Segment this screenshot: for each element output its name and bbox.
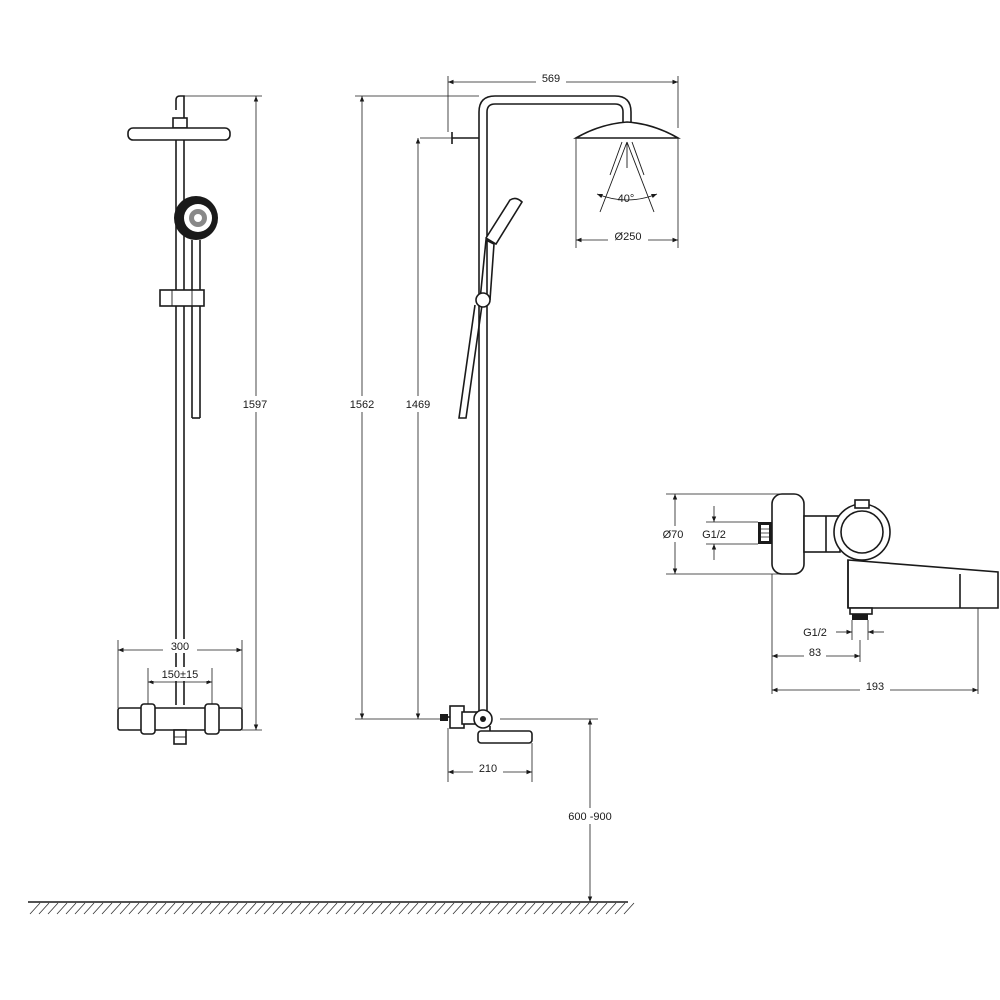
floor-hatch-line xyxy=(29,902,41,915)
floor-hatch-line xyxy=(218,902,230,915)
front-centers-label: 150±15 xyxy=(162,669,199,681)
floor-hatch-line xyxy=(254,902,266,915)
floor-hatch-line xyxy=(209,902,221,915)
floor-hatch-line xyxy=(137,902,149,915)
floor-hatch-line xyxy=(470,902,482,915)
head-reach-label: 569 xyxy=(542,73,560,85)
floor-hatch-line xyxy=(335,902,347,915)
floor-hatch-line xyxy=(560,902,572,915)
hand-shower-front xyxy=(174,196,218,240)
floor-hatch-line xyxy=(164,902,176,915)
floor-hatch-line xyxy=(38,902,50,915)
floor-hatch-line xyxy=(506,902,518,915)
floor-hatch-line xyxy=(191,902,203,915)
mixer-body-side xyxy=(440,705,533,744)
floor-hatch-line xyxy=(452,902,464,915)
floor-hatch-line xyxy=(146,902,158,915)
floor-hatch-line xyxy=(245,902,257,915)
mount-height-label: 600 -900 xyxy=(568,811,611,823)
spout-outlet-thread-label: G1/2 xyxy=(803,627,827,639)
floor-hatch-line xyxy=(83,902,95,915)
mixer-diameter-label: Ø70 xyxy=(663,529,684,541)
floor-hatch-line xyxy=(353,902,365,915)
mixer-detail-view: Ø70 G1/2 G1/2 83 193 xyxy=(658,493,999,694)
floor-hatch-line xyxy=(299,902,311,915)
floor-hatch-line xyxy=(110,902,122,915)
floor-hatch-line xyxy=(74,902,86,915)
floor-hatch-line xyxy=(605,902,617,915)
floor-hatch-line xyxy=(263,902,275,915)
front-height-label: 1597 xyxy=(243,399,267,411)
floor-hatch-line xyxy=(551,902,563,915)
floor-hatch-line xyxy=(56,902,68,915)
floor-hatch-line xyxy=(587,902,599,915)
floor-hatch-line xyxy=(479,902,491,915)
floor-hatch-line xyxy=(434,902,446,915)
floor-hatch-line xyxy=(425,902,437,915)
floor-hatch-line xyxy=(578,902,590,915)
floor-hatch-line xyxy=(155,902,167,915)
floor-hatch-line xyxy=(407,902,419,915)
floor-hatch-line xyxy=(65,902,77,915)
front-width-label: 300 xyxy=(171,641,189,653)
mixer-inlet-thread-label: G1/2 xyxy=(702,529,726,541)
floor-hatch-line xyxy=(569,902,581,915)
floor-hatch-line xyxy=(371,902,383,915)
floor-hatch-line xyxy=(398,902,410,915)
floor-hatch-line xyxy=(308,902,320,915)
side-rail-height-label: 1469 xyxy=(406,399,430,411)
floor-hatch-line xyxy=(128,902,140,915)
floor-hatch-line xyxy=(344,902,356,915)
spout-length-label: 210 xyxy=(479,763,497,775)
floor-hatch-line xyxy=(173,902,185,915)
floor-hatch-line xyxy=(182,902,194,915)
floor-hatch-line xyxy=(524,902,536,915)
floor-hatch-line xyxy=(515,902,527,915)
side-view: 40° Ø250 569 xyxy=(344,71,681,902)
floor-hatch-line xyxy=(362,902,374,915)
mixer-depth-label: 83 xyxy=(809,647,821,659)
hand-shower-side xyxy=(458,197,524,419)
floor-hatch-line xyxy=(542,902,554,915)
floor-hatch-line xyxy=(443,902,455,915)
floor-hatch-line xyxy=(488,902,500,915)
floor-hatch-line xyxy=(281,902,293,915)
floor-hatch-line xyxy=(317,902,329,915)
spray-lines xyxy=(599,141,655,213)
floor-hatch-line xyxy=(272,902,284,915)
mixer-length-label: 193 xyxy=(866,681,884,693)
floor-hatch-line xyxy=(623,902,635,915)
floor-hatch-line xyxy=(92,902,104,915)
head-diameter-label: Ø250 xyxy=(615,231,642,243)
floor-hatch-line xyxy=(533,902,545,915)
floor-hatch-line xyxy=(101,902,113,915)
floor-hatch-line xyxy=(461,902,473,915)
floor-hatch-line xyxy=(290,902,302,915)
front-view: 1597 300 150±15 xyxy=(117,95,272,745)
floor-hatch-line xyxy=(326,902,338,915)
floor-hatch-line xyxy=(614,902,626,915)
side-total-height-label: 1562 xyxy=(350,399,374,411)
floor-hatch-line xyxy=(236,902,248,915)
spray-angle-label: 40° xyxy=(618,193,635,205)
floor-hatch-line xyxy=(497,902,509,915)
mixer-body-front xyxy=(117,707,243,731)
floor-hatch-line xyxy=(596,902,608,915)
floor-hatch-line xyxy=(47,902,59,915)
floor-hatch-line xyxy=(380,902,392,915)
rain-head-side xyxy=(573,121,681,139)
floor-hatch-line xyxy=(119,902,131,915)
floor-hatch-line xyxy=(389,902,401,915)
rain-head-front xyxy=(127,127,231,141)
floor-hatch-line xyxy=(200,902,212,915)
floor xyxy=(28,901,635,915)
floor-hatch-line xyxy=(416,902,428,915)
floor-hatch-line xyxy=(227,902,239,915)
